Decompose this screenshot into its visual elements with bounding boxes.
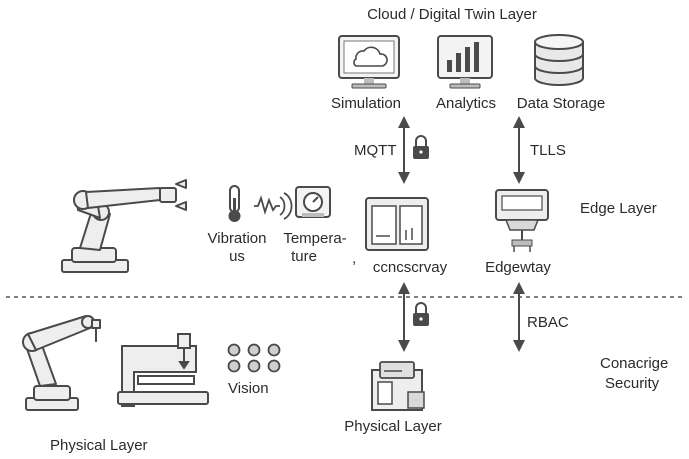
cnc-machine-icon (117, 333, 209, 407)
edgeway-label: Edgewtay (485, 259, 551, 276)
gateway-prefix: , (352, 250, 357, 267)
thermometer-icon (228, 185, 241, 222)
analytics-label: Analytics (435, 95, 497, 112)
vision-sensor-icon (227, 343, 281, 373)
cloud-layer-title: Cloud / Digital Twin Layer (367, 6, 537, 23)
database-icon (534, 34, 584, 86)
rbac-label: RBAC (527, 314, 569, 331)
mqtt-label: MQTT (354, 142, 397, 159)
bar-chart-icon (437, 35, 493, 89)
gauge-icon (295, 186, 331, 218)
vibration-wave-icon (254, 192, 293, 220)
vibration-label-line2: us (229, 248, 245, 265)
cloud-monitor-icon (338, 35, 400, 89)
gateway-label: ccncscrvay (372, 259, 448, 276)
data-storage-label: Data Storage (516, 95, 606, 112)
physical-layer-title: Physical Layer (50, 437, 148, 454)
temperature-label-line2: ture (291, 248, 317, 265)
edge-gateway-icon (495, 189, 549, 252)
security-label-line1: Conacrige (600, 355, 669, 372)
robot-arm-icon (61, 179, 187, 273)
physical-device-icon (371, 361, 425, 411)
gateway-device-icon (365, 197, 429, 251)
edge-layer-title: Edge Layer (580, 200, 657, 217)
lock-icon (413, 135, 429, 159)
vision-label: Vision (228, 380, 269, 397)
tlls-label: TLLS (530, 142, 566, 159)
security-label-line2: Security (605, 375, 660, 392)
lock-icon (413, 302, 429, 326)
physical-layer-center-label: Physical Layer (344, 418, 442, 435)
vibration-label-line1: Vibration (207, 230, 267, 247)
temperature-label-line1: Tempera- (283, 230, 347, 247)
robot-arm-icon (22, 315, 101, 411)
simulation-label: Simulation (330, 95, 402, 112)
